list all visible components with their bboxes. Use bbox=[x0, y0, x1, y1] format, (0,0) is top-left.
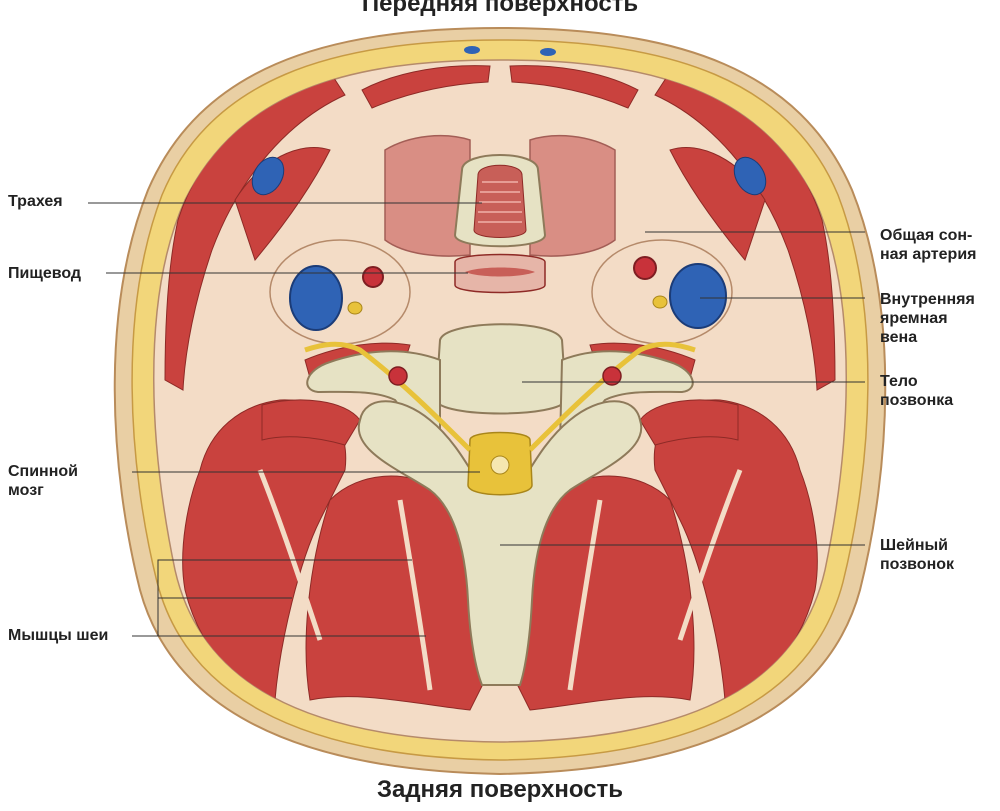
anterior-jugular-right bbox=[540, 48, 556, 56]
vertebral-artery-right bbox=[602, 366, 622, 386]
jugular-vein-left bbox=[289, 265, 343, 331]
muscle-septum bbox=[257, 469, 743, 691]
vertebral-body bbox=[434, 323, 568, 415]
infrahyoid-right bbox=[509, 65, 639, 109]
posterior-muscle-right-lateral bbox=[639, 399, 739, 446]
vertebral-artery-left bbox=[388, 366, 408, 386]
vagus-nerve-right bbox=[652, 295, 668, 309]
spinal-nerve-left bbox=[304, 341, 472, 452]
posterior-muscle-left-lateral bbox=[261, 399, 361, 446]
posterior-muscle-right-outer bbox=[653, 399, 818, 701]
infrahyoid-left bbox=[361, 65, 491, 109]
external-jugular-right bbox=[733, 156, 767, 196]
posterior-muscle-left-outer bbox=[182, 399, 347, 701]
external-jugular-left bbox=[251, 156, 285, 196]
carotid-artery-right bbox=[633, 256, 657, 280]
label-neck-muscles: Мышцы шеи bbox=[8, 627, 109, 644]
esophagus-lumen bbox=[465, 267, 535, 277]
vagus-nerve-left bbox=[347, 301, 363, 315]
label-vertebral-body: Тело позвонка bbox=[880, 373, 954, 409]
spinal-canal bbox=[490, 455, 510, 475]
label-cervical-vertebra: Шейный позвонок bbox=[880, 537, 955, 573]
posterior-surface-title: Задняя поверхность bbox=[376, 776, 624, 803]
jugular-vein-right bbox=[669, 263, 727, 329]
spinal-nerve-right bbox=[528, 341, 696, 452]
thyroid-gland bbox=[384, 134, 616, 257]
carotid-artery-left bbox=[362, 266, 384, 288]
anterior-jugular-left bbox=[464, 46, 480, 54]
label-carotid-artery: Общая сон- ная артерия bbox=[880, 227, 977, 263]
leader-lines bbox=[88, 202, 865, 637]
trachea-folds bbox=[478, 181, 522, 223]
label-trachea: Трахея bbox=[8, 193, 63, 210]
label-jugular-vein: Внутренняя яремная вена bbox=[880, 291, 975, 346]
anterior-surface-title: Передняя поверхность bbox=[361, 0, 639, 17]
label-spinal-cord: Спинной мозг bbox=[8, 463, 78, 499]
label-esophagus: Пищевод bbox=[8, 265, 82, 282]
